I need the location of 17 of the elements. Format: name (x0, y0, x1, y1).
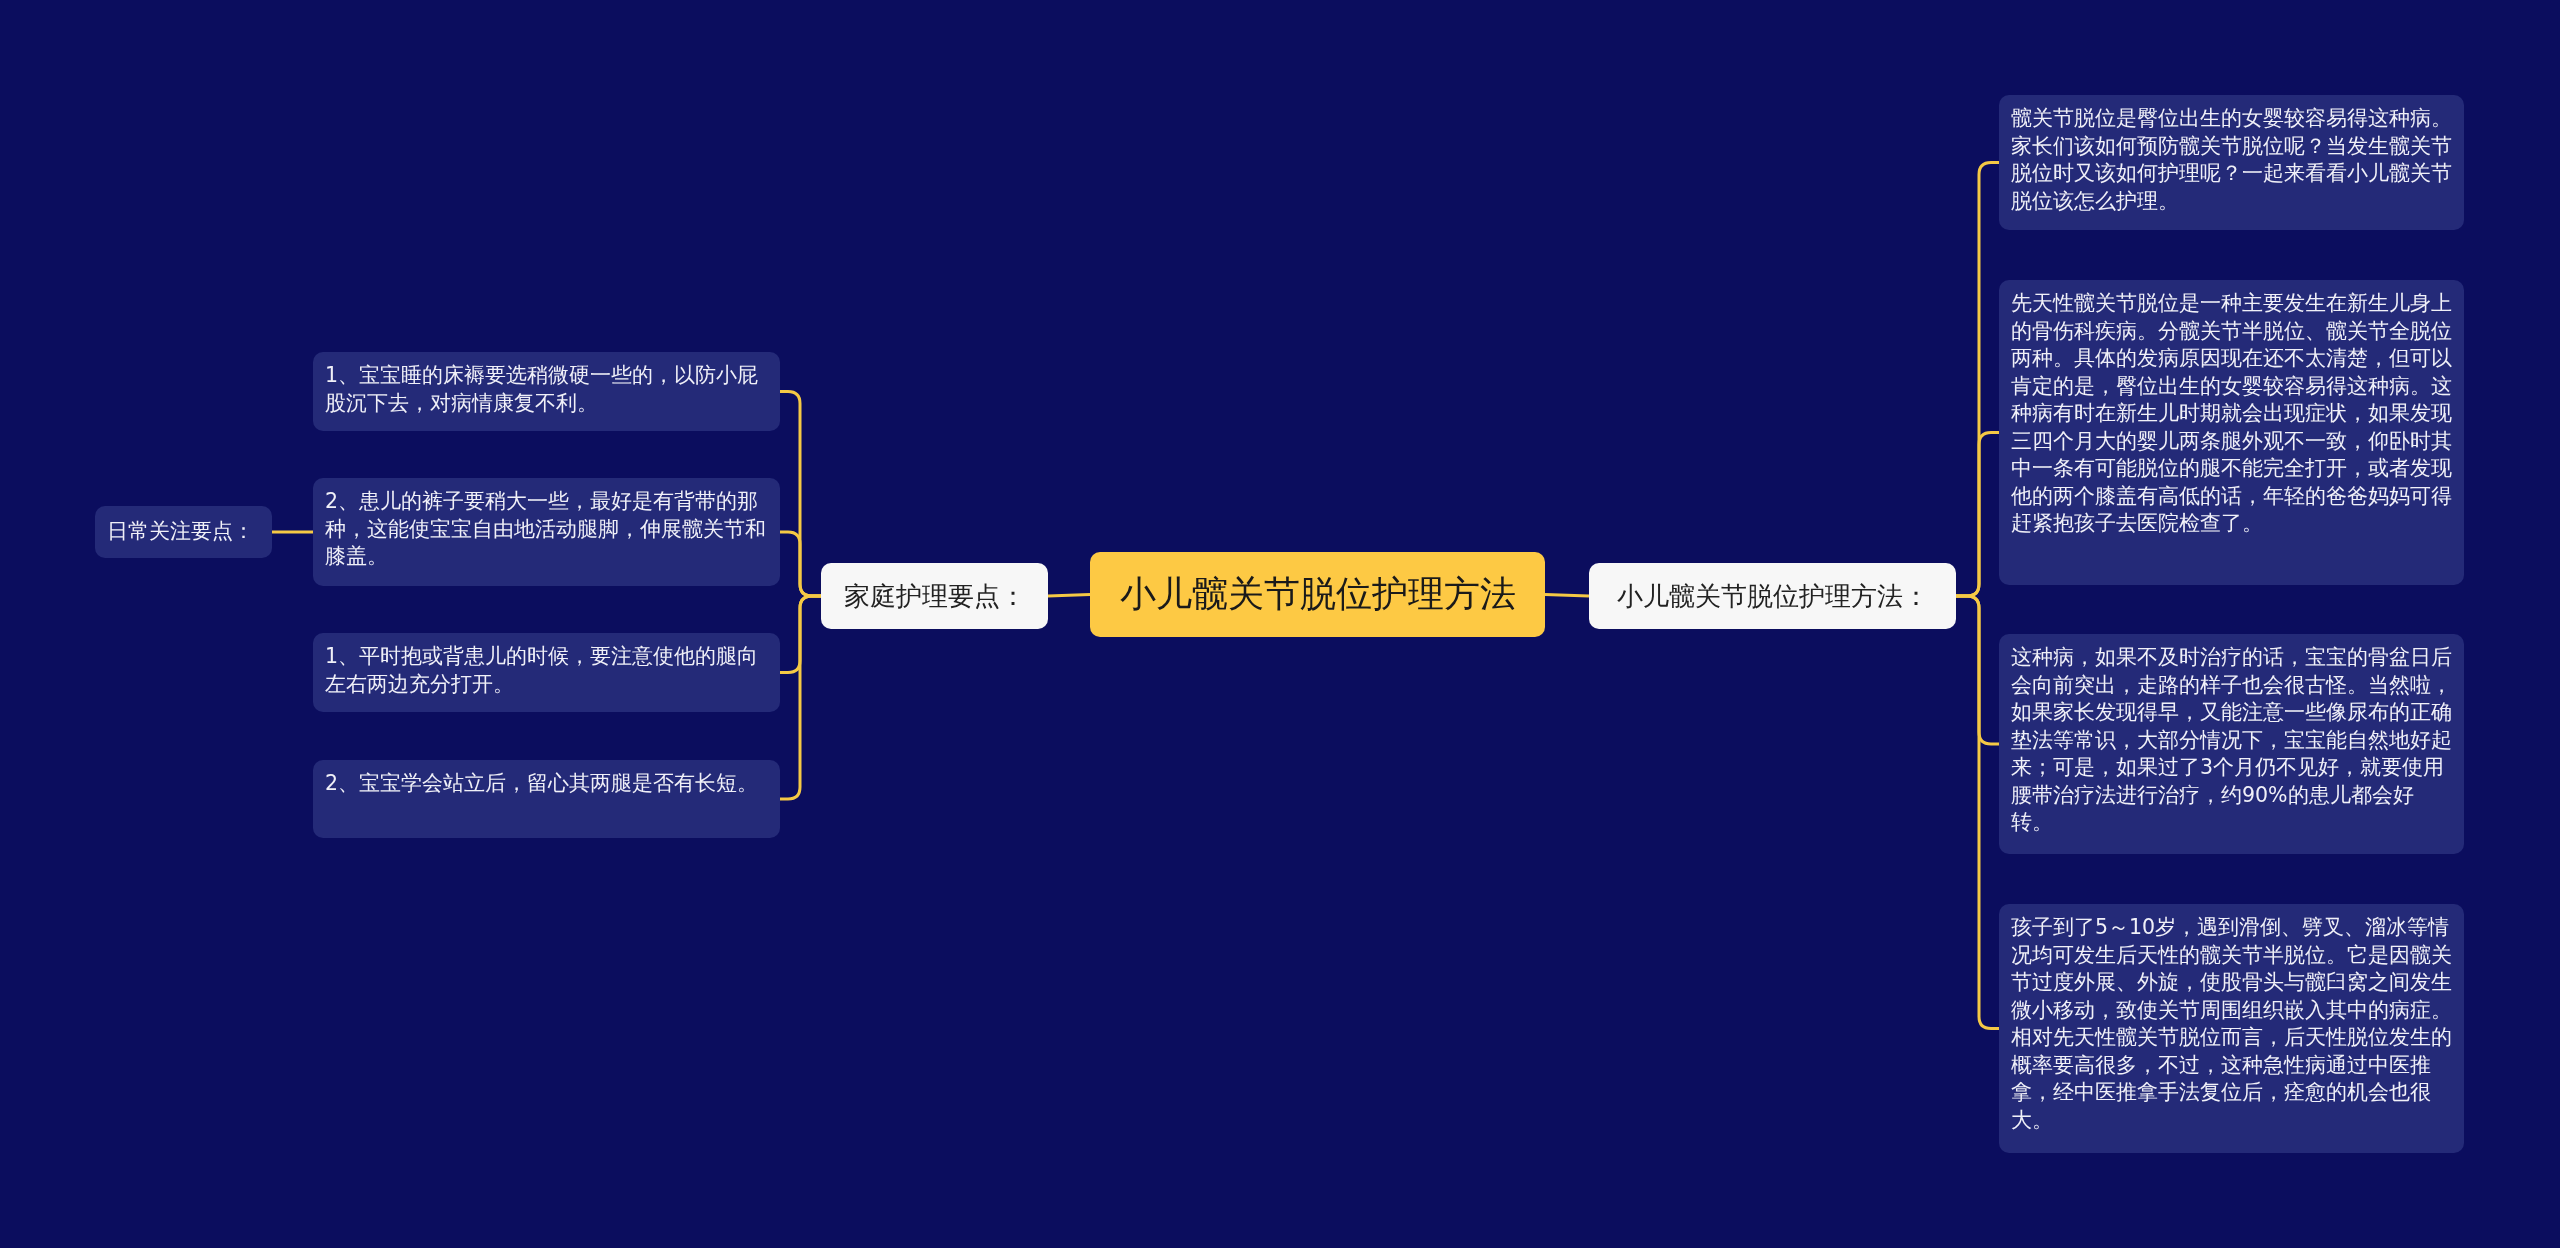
note-card: 日常关注要点： (95, 506, 272, 558)
root-topic: 小儿髋关节脱位护理方法 (1090, 552, 1545, 637)
note-card: 1、宝宝睡的床褥要选稍微硬一些的，以防小屁股沉下去，对病情康复不利。 (313, 352, 780, 431)
branch-topic: 家庭护理要点： (821, 563, 1048, 629)
connector-line (272, 530, 313, 534)
connector-line (1047, 593, 1091, 598)
note-card: 髋关节脱位是臀位出生的女婴较容易得这种病。家长们该如何预防髋关节脱位呢？当发生髋关节脱位时又该如何护理呢？一起来看看小儿髋关节脱位该怎么护理。 (1999, 95, 2464, 230)
note-card: 2、宝宝学会站立后，留心其两腿是否有长短。 (313, 760, 780, 838)
note-card: 孩子到了5～10岁，遇到滑倒、劈叉、溜冰等情况均可发生后天性的髋关节半脱位。它是因髋关节过度外展、外旋，使股骨头与髋臼窝之间发生微小移动，致使关节周围组织嵌入其中的病症。相对先天性髋关节脱位而言，后天性脱位发生的概率要高很多，不过，这种急性病通过中医推拿，经中医推拿手法复位后，痊愈的机会也很大。 (1999, 904, 2464, 1153)
branch-topic: 小儿髋关节脱位护理方法： (1589, 563, 1956, 629)
connector-line (780, 594, 821, 801)
note-card: 这种病，如果不及时治疗的话，宝宝的骨盆日后会向前突出，走路的样子也会很古怪。当然啦，如果家长发现得早，又能注意一些像尿布的正确垫法等常识，大部分情况下，宝宝能自然地好起来；可是，如果过了3个月仍不见好，就要使用腰带治疗法进行治疗，约90%的患儿都会好转。 (1999, 634, 2464, 854)
connector-line (1956, 594, 1999, 1030)
note-card: 2、患儿的裤子要稍大一些，最好是有背带的那种，这能使宝宝自由地活动腿脚，伸展髋关节和膝盖。 (313, 478, 780, 586)
connector-line (1544, 593, 1590, 598)
note-card: 1、平时抱或背患儿的时候，要注意使他的腿向左右两边充分打开。 (313, 633, 780, 712)
note-card: 先天性髋关节脱位是一种主要发生在新生儿身上的骨伤科疾病。分髋关节半脱位、髋关节全脱位两种。具体的发病原因现在还不太清楚，但可以肯定的是，臀位出生的女婴较容易得这种病。这种病有时在新生儿时期就会出现症状，如果发现三四个月大的婴儿两条腿外观不一致，仰卧时其中一条有可能脱位的腿不能完全打开，或者发现他的两个膝盖有高低的话，年轻的爸爸妈妈可得赶紧抱孩子去医院检查了。 (1999, 280, 2464, 585)
